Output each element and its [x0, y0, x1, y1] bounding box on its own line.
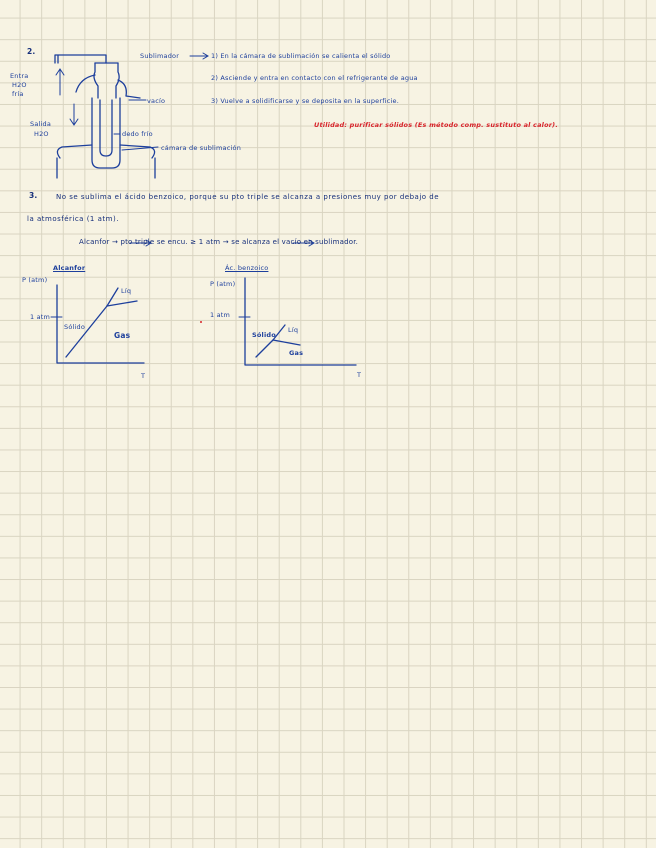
- sublimator-title: Sublimador: [140, 52, 180, 60]
- diagram-right-gas: Gas: [289, 349, 304, 357]
- section-2-line-3: Alcanfor → pto triple se encu. ≥ 1 atm →…: [79, 238, 359, 246]
- diagram-left-liquid: Líq: [121, 287, 132, 295]
- diagram-right-title: Ác. benzoico: [225, 264, 269, 272]
- step-1: 1) En la cámara de sublimación se calien…: [211, 52, 391, 60]
- diagram-left-title: Alcanfor: [53, 264, 86, 272]
- diagram-left-y-label: P (atm): [22, 276, 48, 284]
- diagram-left-x-label: T: [141, 372, 146, 380]
- label-fria: fría: [12, 90, 24, 98]
- diagram-left-tick: 1 atm: [30, 313, 51, 321]
- label-dedo-frio: dedo frío: [122, 130, 153, 138]
- diagram-right-x-label: T: [357, 371, 362, 379]
- step-2: 2) Asciende y entra en contacto con el r…: [211, 74, 418, 82]
- section-2-number: 3.: [29, 191, 38, 200]
- section-2-line-1: No se sublima el ácido benzoico, porque …: [56, 193, 440, 201]
- diagram-right-tick: 1 atm: [210, 311, 231, 319]
- label-h2o-out: H2O: [34, 130, 49, 138]
- diagram-right-solid: Sólido: [252, 331, 276, 339]
- diagram-right-y-label: P (atm): [210, 280, 236, 288]
- section-2-line-2: la atmosférica (1 atm).: [27, 215, 119, 223]
- section-1-number: 2.: [27, 47, 36, 56]
- diagram-left-solid: Sólido: [64, 323, 86, 331]
- label-camara: cámara de sublimación: [161, 144, 242, 152]
- utility-note: Utilidad: purificar sólidos (Es método c…: [314, 121, 559, 129]
- step-3: 3) Vuelve a solidificarse y se deposita …: [211, 97, 399, 105]
- diagram-left-gas: Gas: [114, 331, 131, 340]
- diagram-right-liquid: Líq: [288, 326, 299, 334]
- label-entra: Entra: [10, 72, 29, 80]
- label-h2o-in: H2O: [12, 81, 27, 89]
- label-salida: Salida: [30, 120, 52, 128]
- label-vacio: vacío: [147, 97, 166, 105]
